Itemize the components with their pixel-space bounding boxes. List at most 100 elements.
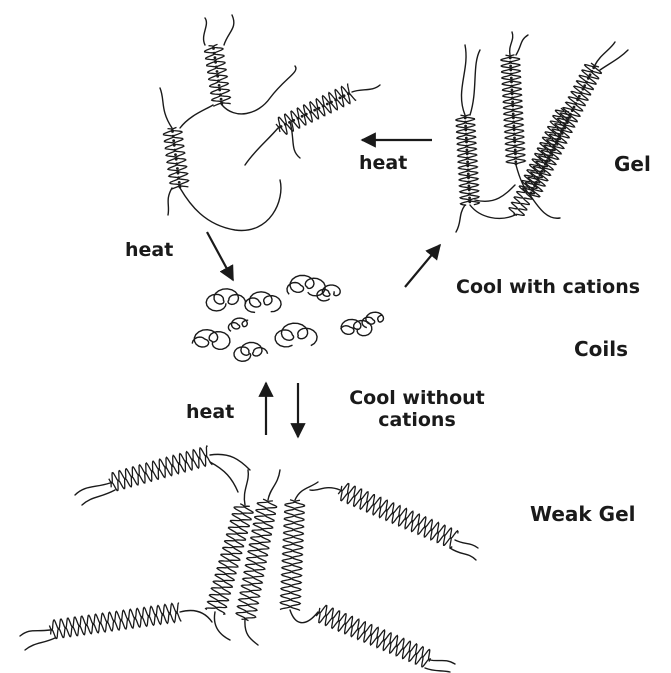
cation-dot xyxy=(467,169,470,172)
cation-dot xyxy=(292,119,295,122)
cation-dot xyxy=(513,137,516,140)
cation-dot xyxy=(512,121,515,124)
cation-dot xyxy=(512,109,515,112)
polymer-chain xyxy=(352,85,380,92)
cation-dot xyxy=(514,156,517,159)
cation-dot xyxy=(218,89,221,92)
polymer-chain xyxy=(450,548,476,560)
cation-dot xyxy=(173,144,176,147)
polymer-chain xyxy=(290,610,318,623)
cool-without-cations-line1: Cool without xyxy=(337,388,497,410)
double-helix xyxy=(236,499,277,621)
polymer-chain xyxy=(455,540,478,548)
cation-dot xyxy=(466,149,469,152)
cation-dot xyxy=(509,65,512,68)
cation-dot xyxy=(309,111,312,114)
cation-dot xyxy=(468,197,471,200)
cation-dot xyxy=(578,95,581,98)
cation-dot xyxy=(511,101,514,104)
cation-dot xyxy=(177,172,180,175)
heat-label-left: heat xyxy=(125,240,173,262)
cation-dot xyxy=(514,145,517,148)
gel-label: Gel xyxy=(614,153,651,176)
cation-dot xyxy=(215,66,218,69)
double-helix xyxy=(109,446,213,491)
cool-without-cations-line2: cations xyxy=(337,410,497,432)
cation-dot xyxy=(573,106,576,109)
cation-dot xyxy=(513,129,516,132)
cation-dot xyxy=(583,84,586,87)
cation-dot xyxy=(284,123,287,126)
polymer-chain xyxy=(310,488,340,491)
double-helix xyxy=(338,484,458,549)
cation-dot xyxy=(305,113,308,116)
cation-dot xyxy=(467,181,470,184)
cation-dot xyxy=(465,141,468,144)
cation-dot xyxy=(571,109,574,112)
cation-dot xyxy=(177,176,180,179)
helix-strand xyxy=(516,111,571,215)
cation-dot xyxy=(343,94,346,97)
cation-dot xyxy=(511,105,514,108)
polymer-chain xyxy=(160,88,172,128)
polymer-chain xyxy=(222,66,296,114)
cation-dot xyxy=(512,113,515,116)
polymer-chain xyxy=(25,638,55,650)
polymer-chain xyxy=(180,180,281,230)
cation-dot xyxy=(330,101,333,104)
cation-dot xyxy=(580,91,583,94)
polymer-chain xyxy=(470,50,480,115)
cation-dot xyxy=(464,129,467,132)
cation-dot xyxy=(172,139,175,142)
double-helix xyxy=(280,500,305,611)
cation-dot xyxy=(510,77,513,80)
weak-gel-label: Weak Gel xyxy=(530,503,636,526)
cation-dot xyxy=(468,201,471,204)
coil-group xyxy=(192,275,383,361)
polymer-chain xyxy=(475,185,515,201)
random-coil xyxy=(362,312,383,328)
polymer-chain xyxy=(204,18,207,45)
cation-dot xyxy=(511,93,514,96)
cation-dot xyxy=(219,93,222,96)
cation-dot xyxy=(176,167,179,170)
cation-dot xyxy=(326,103,329,106)
cation-dot xyxy=(464,117,467,120)
cation-dot xyxy=(297,117,300,120)
polymer-chain xyxy=(245,128,278,165)
double-helix xyxy=(206,504,254,615)
polymer-chain xyxy=(244,470,248,505)
double-helix xyxy=(456,115,479,205)
random-coil xyxy=(206,289,245,311)
cation-dot xyxy=(466,165,469,168)
polymer-chain xyxy=(516,35,528,55)
cation-dot xyxy=(467,177,470,180)
cation-dot xyxy=(313,109,316,112)
cation-dot xyxy=(511,97,514,100)
cation-dot xyxy=(510,73,513,76)
cation-dot xyxy=(172,135,175,138)
random-coil xyxy=(192,330,230,350)
cation-dot xyxy=(513,141,516,144)
polymer-chain xyxy=(245,620,258,645)
cation-dot xyxy=(339,97,342,100)
cation-dot xyxy=(217,79,220,82)
cool-with-cations-label: Cool with cations xyxy=(456,277,640,299)
random-coil xyxy=(317,285,340,301)
heat-label-top: heat xyxy=(359,153,407,175)
cation-dot xyxy=(467,173,470,176)
random-coil xyxy=(287,275,325,295)
polymer-chain xyxy=(75,483,110,495)
cation-dot xyxy=(175,158,178,161)
cation-dot xyxy=(216,70,219,73)
cation-dot xyxy=(347,92,350,95)
cation-dot xyxy=(509,61,512,64)
double-helix xyxy=(49,603,181,639)
double-helix xyxy=(501,55,525,165)
helix-strand xyxy=(316,612,429,667)
polymer-chain xyxy=(461,45,466,115)
cation-dot xyxy=(574,102,577,105)
cation-dot xyxy=(510,81,513,84)
